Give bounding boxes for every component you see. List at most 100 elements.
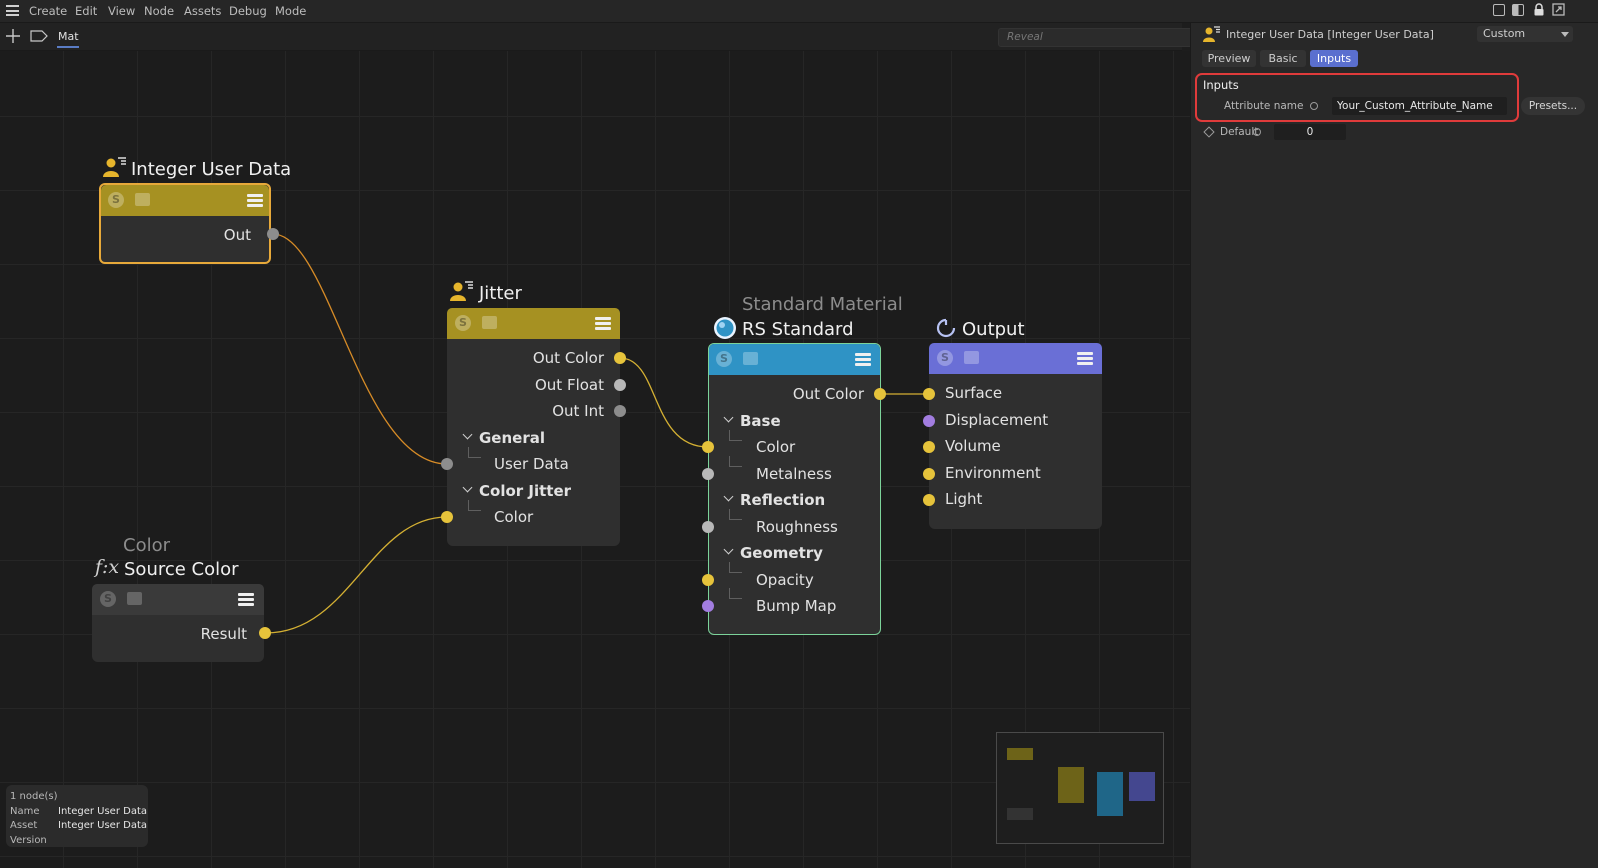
wire-result-to-color	[265, 516, 448, 634]
port-out-color[interactable]	[614, 352, 626, 364]
node-jitter[interactable]: S Out Color Out Float Out Int General Us…	[447, 308, 620, 546]
add-icon[interactable]	[6, 29, 20, 43]
port-label-displacement: Displacement	[945, 411, 1049, 429]
info-value: Integer User Data	[58, 820, 147, 831]
port-label-user-data: User Data	[494, 455, 569, 473]
port-light[interactable]	[923, 494, 935, 506]
group-chevron-icon[interactable]	[723, 491, 734, 502]
node-header: S	[447, 308, 620, 339]
group-label-base[interactable]: Base	[740, 412, 781, 430]
tag-icon[interactable]	[30, 30, 48, 42]
animate-diamond-icon[interactable]	[1203, 126, 1215, 138]
material-sphere-icon	[713, 316, 737, 340]
menu-create[interactable]: Create	[29, 4, 68, 18]
port-label-color: Color	[756, 438, 796, 456]
group-chevron-icon[interactable]	[462, 482, 473, 493]
section-heading-inputs: Inputs	[1203, 78, 1239, 92]
node-integer-user-data[interactable]: S Out	[99, 183, 271, 264]
minimap-node	[1007, 808, 1033, 820]
image-icon	[964, 351, 979, 364]
tree-connector	[468, 447, 481, 458]
port-roughness[interactable]	[702, 521, 714, 533]
group-label-color-jitter[interactable]: Color Jitter	[479, 482, 572, 500]
graph-toolbar: Mat Reveal	[0, 23, 1196, 51]
tree-connector	[729, 456, 742, 467]
port-opacity[interactable]	[702, 574, 714, 586]
port-result[interactable]	[259, 627, 271, 639]
shader-icon: S	[716, 351, 732, 367]
shader-icon: S	[100, 591, 116, 607]
node-title-source-color: Source Color	[124, 559, 239, 580]
highlight-box	[1195, 73, 1519, 122]
tab-inputs[interactable]: Inputs	[1310, 50, 1358, 67]
menu-mode[interactable]: Mode	[275, 4, 307, 18]
port-surface[interactable]	[923, 388, 935, 400]
layout-split-icon[interactable]	[1512, 4, 1524, 16]
node-subtitle-color: Color	[123, 535, 170, 556]
keyframe-ring-icon[interactable]	[1310, 102, 1318, 110]
wire-out-to-userdata	[272, 233, 448, 465]
port-out-float[interactable]	[614, 379, 626, 391]
expand-icon[interactable]	[1552, 3, 1565, 16]
node-output[interactable]: S Surface Displacement Volume Environmen…	[929, 343, 1102, 529]
group-label-general[interactable]: General	[479, 429, 545, 447]
node-source-color[interactable]: S Result	[92, 584, 264, 662]
tab-mat[interactable]: Mat	[58, 30, 79, 43]
info-label: Name	[10, 805, 40, 817]
attribute-name-field[interactable]: Your_Custom_Attribute_Name	[1332, 97, 1507, 115]
group-label-reflection[interactable]: Reflection	[740, 491, 826, 509]
presets-button[interactable]: Presets...	[1521, 97, 1585, 115]
menu-view[interactable]: View	[108, 4, 136, 18]
port-out-color[interactable]	[874, 388, 886, 400]
port-displacement[interactable]	[923, 415, 935, 427]
port-metalness[interactable]	[702, 468, 714, 480]
reveal-search-input[interactable]: Reveal	[998, 28, 1196, 47]
info-row-version: Version	[10, 834, 148, 849]
port-out-int[interactable]	[614, 405, 626, 417]
layout-left-icon[interactable]	[1493, 4, 1505, 16]
node-menu-icon[interactable]	[855, 353, 871, 366]
port-base-color[interactable]	[702, 441, 714, 453]
node-menu-icon[interactable]	[595, 317, 611, 330]
tab-mat-underline	[57, 46, 79, 48]
port-label-color: Color	[494, 508, 534, 526]
group-chevron-icon[interactable]	[723, 544, 734, 555]
node-subtitle-standard-material: Standard Material	[742, 294, 903, 315]
mode-dropdown[interactable]: Custom	[1477, 26, 1573, 42]
node-menu-icon[interactable]	[247, 194, 263, 207]
port-color[interactable]	[441, 511, 453, 523]
port-user-data[interactable]	[441, 458, 453, 470]
group-label-geometry[interactable]: Geometry	[740, 544, 823, 562]
menu-node[interactable]: Node	[144, 4, 175, 18]
node-title-jitter: Jitter	[479, 283, 522, 304]
minimap[interactable]	[996, 732, 1164, 844]
lock-icon[interactable]	[1533, 3, 1545, 16]
default-value-field[interactable]: 0	[1274, 124, 1346, 140]
port-out[interactable]	[267, 228, 279, 240]
hamburger-menu-icon[interactable]	[6, 5, 19, 16]
port-label-out: Out	[223, 226, 251, 244]
tab-preview[interactable]: Preview	[1202, 50, 1256, 67]
group-chevron-icon[interactable]	[723, 412, 734, 423]
port-label-out-color: Out Color	[792, 385, 864, 403]
keyframe-ring-icon[interactable]	[1253, 128, 1261, 136]
node-canvas[interactable]: Integer User Data S Out Jitter S Out Col…	[0, 51, 1190, 868]
port-label-surface: Surface	[945, 384, 1003, 402]
group-chevron-icon[interactable]	[462, 429, 473, 440]
port-bump-map[interactable]	[702, 600, 714, 612]
minimap-node	[1058, 767, 1084, 803]
menu-assets[interactable]: Assets	[184, 4, 222, 18]
menu-edit[interactable]: Edit	[75, 4, 98, 18]
menu-debug[interactable]: Debug	[229, 4, 267, 18]
node-menu-icon[interactable]	[1077, 352, 1093, 365]
port-environment[interactable]	[923, 468, 935, 480]
user-data-icon	[103, 156, 127, 178]
node-menu-icon[interactable]	[238, 593, 254, 606]
node-rs-standard[interactable]: S Out Color Base Color Metalness Reflect…	[708, 343, 881, 635]
tab-basic[interactable]: Basic	[1260, 50, 1306, 67]
node-header: S	[709, 344, 880, 375]
port-volume[interactable]	[923, 441, 935, 453]
image-icon	[127, 592, 142, 605]
